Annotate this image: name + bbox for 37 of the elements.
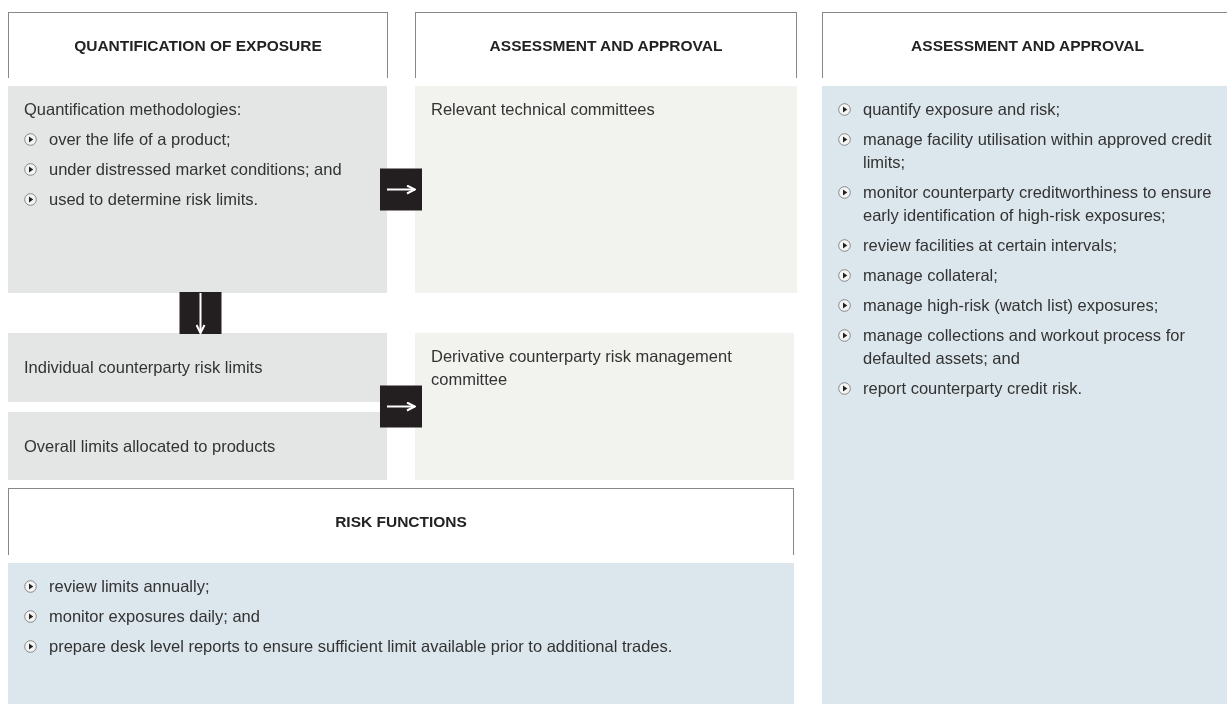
bullet-text: review facilities at certain intervals; xyxy=(863,235,1117,256)
bullet-text: manage collateral; xyxy=(863,265,998,286)
bullet-text: review limits annually; xyxy=(49,576,210,597)
arrow xyxy=(380,168,422,211)
column-heading: RISK FUNCTIONS xyxy=(335,513,467,531)
bullet-text: monitor exposures daily; and xyxy=(49,606,260,627)
box-text: Quantification methodologies: xyxy=(24,99,243,120)
box-text: Individual counterparty risk limits xyxy=(24,357,264,378)
text-box xyxy=(8,563,794,704)
header-box xyxy=(8,488,794,555)
text-box xyxy=(415,333,794,480)
bullet-text: monitor counterparty creditworthiness to ensure early identification of high-risk exposures; xyxy=(863,182,1213,226)
text-box xyxy=(8,412,387,480)
bullet-text: quantify exposure and risk; xyxy=(863,99,1061,120)
column-heading: ASSESSMENT AND APPROVAL xyxy=(489,36,723,55)
bullet-text: under distressed market conditions; and xyxy=(49,159,342,180)
box-text: Overall limits allocated to products xyxy=(24,435,277,457)
bullet-text: manage facility utilisation within approved credit limits; xyxy=(863,129,1213,173)
header-box xyxy=(8,12,388,78)
arrow xyxy=(380,385,422,428)
column-heading: QUANTIFICATION OF EXPOSURE xyxy=(74,36,322,55)
bullet-text: manage collections and workout process for defaulted assets; and xyxy=(863,325,1186,369)
bullet-text: used to determine risk limits. xyxy=(49,189,259,210)
text-box xyxy=(822,86,1227,704)
bullet-text: manage high-risk (watch list) exposures; xyxy=(863,295,1159,316)
header-box xyxy=(415,12,797,78)
text-box xyxy=(415,86,797,293)
header-box xyxy=(822,12,1227,78)
box-text: Relevant technical committees xyxy=(431,99,656,120)
bullet-text: prepare desk level reports to ensure sufficient limit available prior to additional trades. xyxy=(49,636,673,657)
box-text: Derivative counterparty risk management committee xyxy=(431,346,733,390)
column-heading: ASSESSMENT AND APPROVAL xyxy=(911,36,1144,55)
bullet-text: over the life of a product; xyxy=(49,129,231,150)
arrow xyxy=(179,292,222,334)
text-box xyxy=(8,86,387,293)
bullet-text: report counterparty credit risk. xyxy=(863,378,1083,399)
text-box xyxy=(8,333,387,402)
